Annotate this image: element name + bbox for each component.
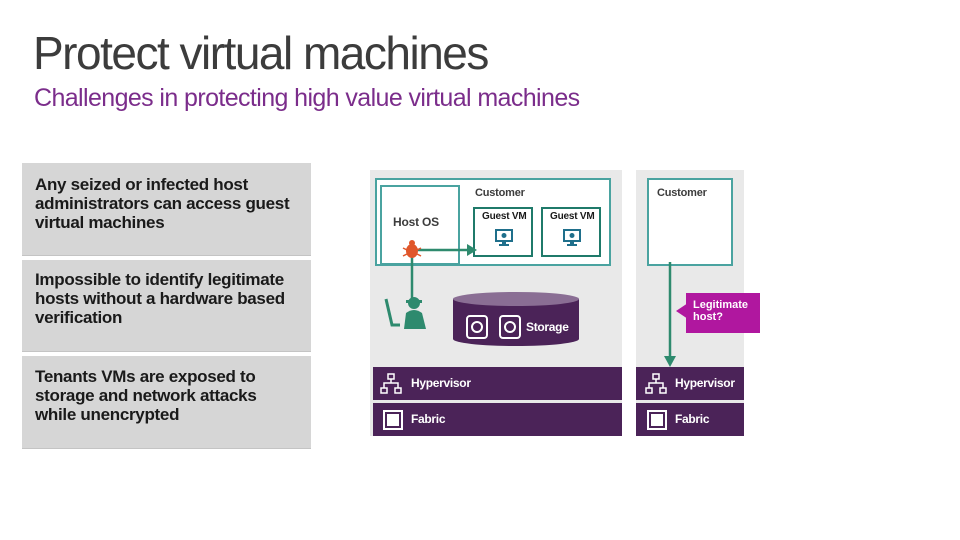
guest-vm-label-2: Guest VM	[550, 211, 595, 222]
hierarchy-icon	[380, 373, 402, 394]
fabric-square-icon	[383, 410, 403, 430]
legitimate-host-callout: Legitimate host?	[686, 293, 760, 333]
hypervisor-label-left: Hypervisor	[411, 376, 471, 390]
hypervisor-bar-left	[373, 367, 622, 400]
callout-pointer	[676, 303, 688, 319]
challenge-card-2: Impossible to identify legitimate hosts …	[22, 260, 311, 352]
attacker-icon	[384, 297, 426, 329]
fabric-label-left: Fabric	[411, 412, 446, 426]
challenge-card-text: Any seized or infected host administrato…	[35, 175, 290, 232]
storage-cylinder	[453, 292, 579, 346]
monitor-icon	[563, 229, 581, 246]
fabric-square-icon	[647, 410, 667, 430]
customer-label-left: Customer	[475, 187, 525, 199]
fabric-label-right: Fabric	[675, 412, 710, 426]
verification-arrow	[664, 262, 676, 367]
guest-vm-box-1	[473, 207, 533, 257]
bug-icon	[402, 240, 422, 258]
disk-icon	[466, 315, 488, 339]
customer-box-right	[647, 178, 733, 266]
hypervisor-label-right: Hypervisor	[675, 376, 735, 390]
host-os-box	[380, 185, 460, 265]
host-os-label: Host OS	[393, 215, 439, 229]
slide-title: Protect virtual machines	[33, 27, 489, 79]
guest-vm-box-2	[541, 207, 601, 257]
storage-label: Storage	[526, 320, 569, 334]
guest-vm-label-1: Guest VM	[482, 211, 527, 222]
disk-icon	[499, 315, 521, 339]
monitor-icon	[495, 229, 513, 246]
hierarchy-icon	[645, 373, 667, 394]
challenge-card-1: Any seized or infected host administrato…	[22, 163, 311, 256]
challenge-card-3: Tenants VMs are exposed to storage and n…	[22, 356, 311, 449]
challenge-card-text: Impossible to identify legitimate hosts …	[35, 270, 285, 327]
fabric-bar-left	[373, 403, 622, 436]
access-arrow	[410, 244, 477, 300]
challenge-card-text: Tenants VMs are exposed to storage and n…	[35, 367, 257, 424]
callout-text: Legitimate host?	[693, 299, 749, 323]
customer-label-right: Customer	[657, 187, 707, 199]
slide-subtitle: Challenges in protecting high value virt…	[34, 84, 580, 112]
